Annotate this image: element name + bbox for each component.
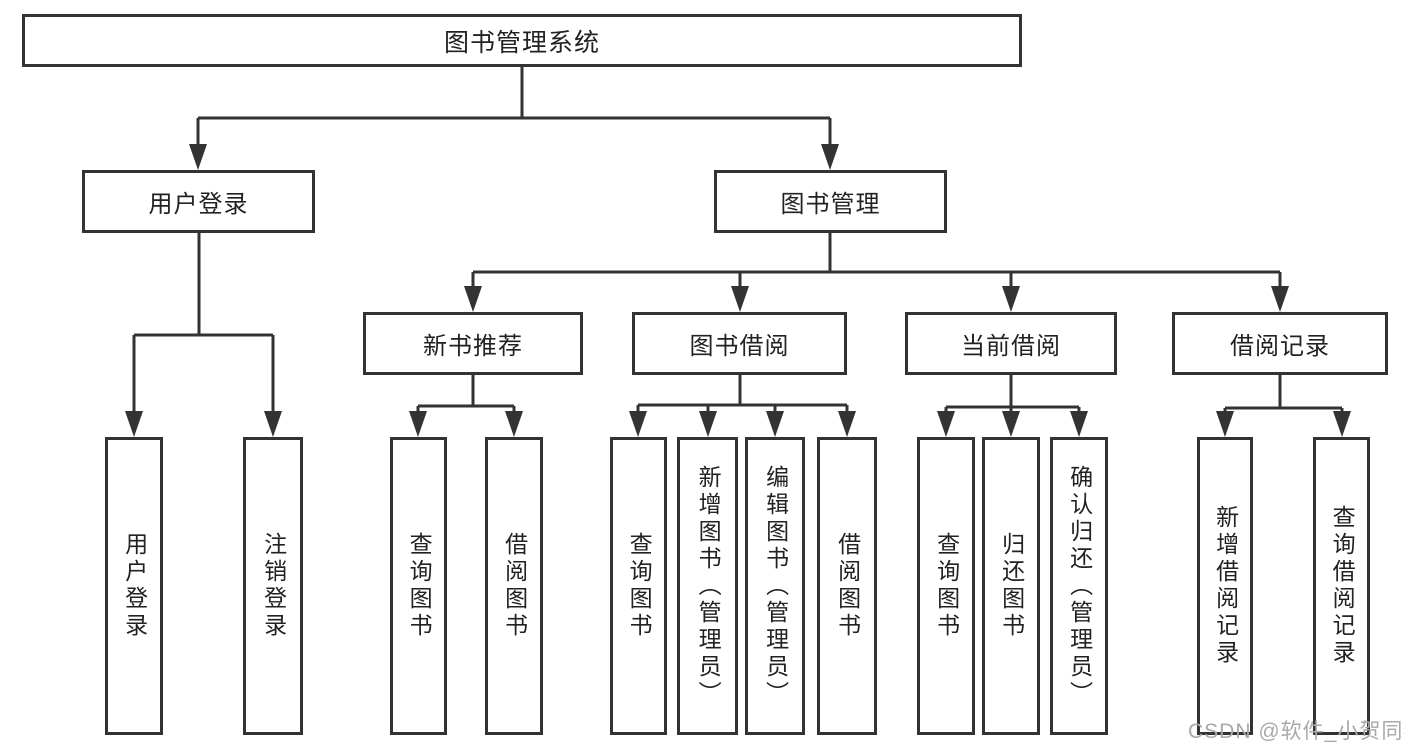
leaf-add-books-admin: 新增图书（管理员） (677, 437, 738, 735)
node-user-login: 用户登录 (82, 170, 315, 233)
watermark-text: CSDN @软件_小贺同学 (1188, 720, 1405, 743)
leaf-edit-books-admin: 编辑图书（管理员） (745, 437, 805, 735)
node-label: 查询图书 (406, 532, 433, 640)
leaf-borrow-books-recommend: 借阅图书 (485, 437, 543, 735)
node-library-system: 图书管理系统 (22, 14, 1022, 67)
leaf-query-books-recommend: 查询图书 (390, 437, 447, 735)
node-label: 用户登录 (121, 532, 148, 640)
leaf-return-books: 归还图书 (982, 437, 1040, 735)
arrowhead-icon (1216, 411, 1234, 437)
arrowhead-icon (766, 411, 784, 437)
node-book-borrowing: 图书借阅 (632, 312, 847, 375)
arrowhead-icon (838, 411, 856, 437)
node-label: 借阅记录 (1230, 333, 1330, 360)
leaf-user-login: 用户登录 (105, 437, 163, 735)
node-label: 查询图书 (933, 532, 960, 640)
node-label: 确认归还（管理员） (1066, 464, 1093, 708)
arrowhead-icon (1002, 411, 1020, 437)
leaf-confirm-return-admin: 确认归还（管理员） (1050, 437, 1108, 735)
arrowhead-icon (464, 286, 482, 312)
arrowhead-icon (937, 411, 955, 437)
leaf-query-books-current: 查询图书 (917, 437, 975, 735)
leaf-borrow-books: 借阅图书 (817, 437, 877, 735)
node-label: 图书管理 (780, 191, 881, 218)
arrowhead-icon (189, 144, 207, 170)
node-new-book-recommend: 新书推荐 (363, 312, 583, 375)
leaf-query-borrow-record: 查询借阅记录 (1313, 437, 1370, 735)
node-label: 用户登录 (148, 191, 249, 218)
arrowhead-icon (1002, 286, 1020, 312)
leaf-query-books-borrow: 查询图书 (610, 437, 667, 735)
node-label: 归还图书 (998, 532, 1025, 640)
node-label: 借阅图书 (834, 532, 861, 640)
arrowhead-icon (505, 411, 523, 437)
node-label: 图书管理系统 (443, 28, 600, 57)
node-label: 查询借阅记录 (1329, 505, 1356, 667)
node-label: 借阅图书 (501, 532, 528, 640)
node-borrowing-records: 借阅记录 (1172, 312, 1388, 375)
leaf-logout: 注销登录 (243, 437, 303, 735)
node-label: 新增借阅记录 (1212, 505, 1239, 667)
node-label: 注销登录 (260, 532, 287, 640)
node-label: 新书推荐 (423, 333, 523, 360)
node-label: 当前借阅 (961, 333, 1061, 360)
node-label: 编辑图书（管理员） (762, 464, 789, 708)
arrowhead-icon (409, 411, 427, 437)
arrowhead-icon (1070, 411, 1088, 437)
arrowhead-icon (264, 411, 282, 437)
arrowhead-icon (1271, 286, 1289, 312)
node-label: 新增图书（管理员） (695, 464, 722, 708)
arrowhead-icon (731, 286, 749, 312)
arrowhead-icon (629, 411, 647, 437)
node-label: 图书借阅 (689, 333, 790, 360)
arrowhead-icon (699, 411, 717, 437)
arrowhead-icon (125, 411, 143, 437)
node-current-borrowing: 当前借阅 (905, 312, 1117, 375)
node-label: 查询图书 (626, 532, 653, 640)
arrowhead-icon (821, 144, 839, 170)
node-book-management: 图书管理 (714, 170, 947, 233)
arrowhead-icon (1333, 411, 1351, 437)
leaf-add-borrow-record: 新增借阅记录 (1197, 437, 1253, 735)
